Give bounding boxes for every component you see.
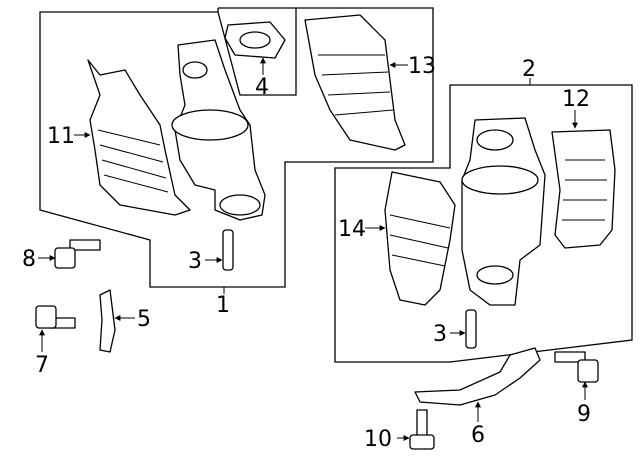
callout-2: 2	[522, 57, 536, 82]
stud-3a	[222, 229, 234, 271]
heat-shield-13	[304, 14, 406, 151]
callout-11: 11	[47, 124, 75, 149]
group-box-1	[39, 7, 434, 288]
callout-13: 13	[408, 54, 436, 79]
catalytic-converter-front	[171, 39, 266, 221]
bracket-5	[99, 289, 116, 353]
bolt-8	[54, 239, 101, 269]
catalytic-converter-rear	[461, 117, 546, 306]
stud-3b	[465, 309, 477, 349]
callout-7: 7	[35, 353, 49, 378]
callout-1: 1	[216, 293, 230, 318]
heat-shield-12	[551, 129, 616, 249]
bolt-9	[554, 351, 599, 383]
heat-shield-11	[87, 59, 191, 216]
callout-12: 12	[562, 87, 590, 112]
callout-8: 8	[22, 247, 36, 272]
bolt-7	[35, 305, 76, 329]
callout-6: 6	[471, 423, 485, 448]
callout-9: 9	[577, 402, 591, 427]
callout-3a: 3	[188, 249, 202, 274]
leader-lines	[38, 57, 588, 441]
bolt-10	[409, 409, 435, 450]
callout-4: 4	[255, 75, 269, 100]
heat-shield-14	[384, 171, 456, 306]
group-box-2	[334, 84, 633, 363]
callout-10: 10	[364, 427, 392, 452]
bracket-6	[414, 347, 541, 406]
callout-14: 14	[338, 217, 366, 242]
callout-5: 5	[137, 307, 151, 332]
callout-3b: 3	[433, 322, 447, 347]
gasket-4	[224, 21, 286, 59]
